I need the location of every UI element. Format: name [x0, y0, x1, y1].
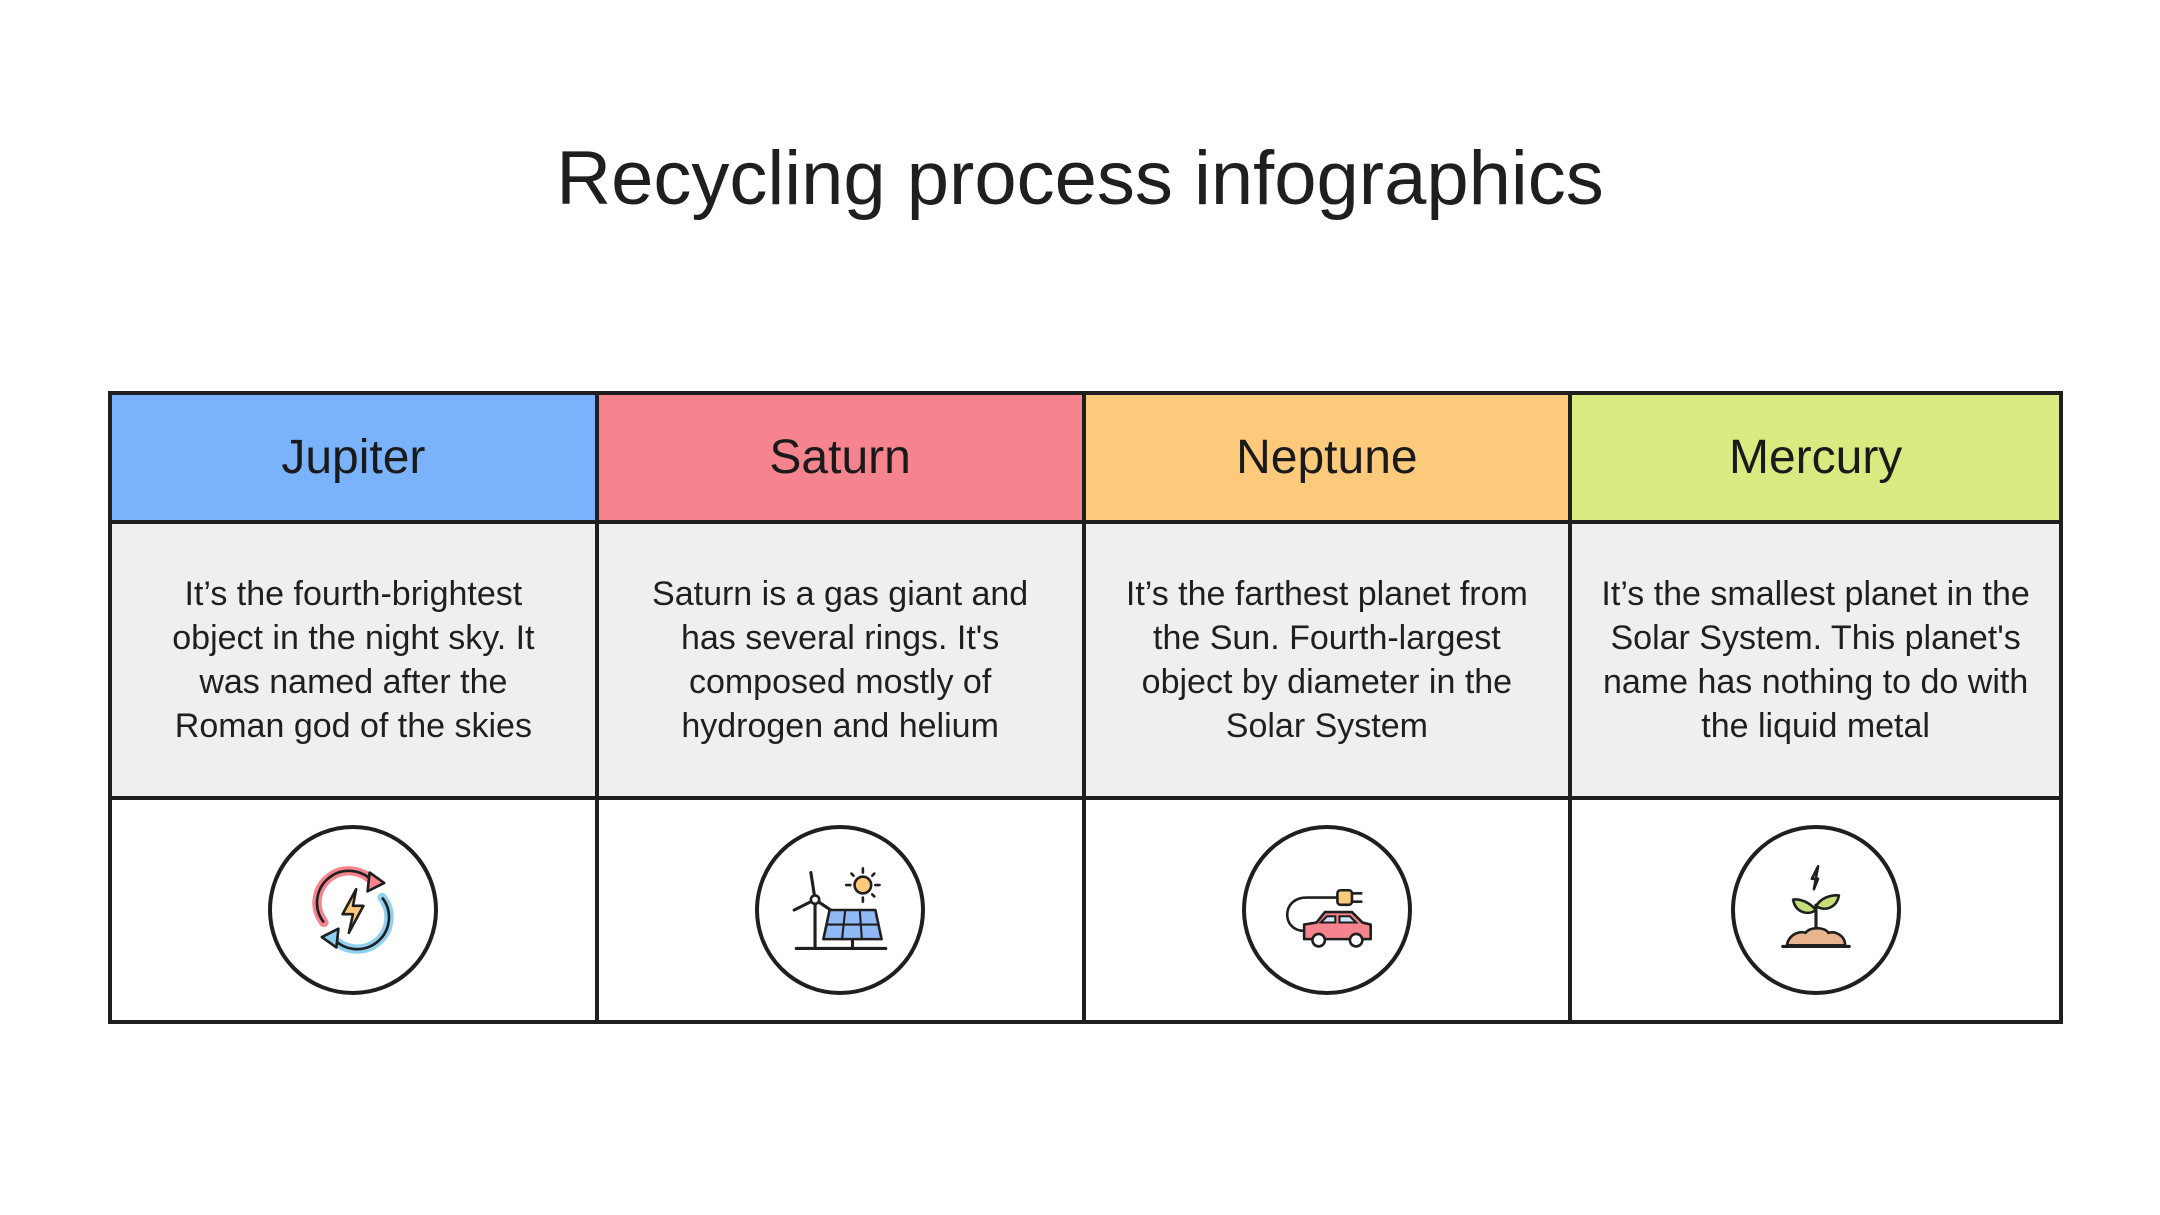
column-header-mercury: Mercury — [1572, 395, 2059, 524]
icon-circle — [755, 825, 926, 995]
icon-circle — [1241, 825, 1412, 995]
icon-cell-jupiter — [112, 800, 599, 1020]
column-header-neptune: Neptune — [1085, 395, 1573, 524]
icon-circle — [268, 825, 439, 995]
page-title: Recycling process infographics — [556, 136, 1604, 221]
infographic-table: Jupiter Saturn Neptune Mercury It’s the … — [108, 391, 2063, 1024]
icon-cell-saturn — [598, 800, 1086, 1020]
electric-car-icon — [1285, 888, 1372, 948]
column-header-jupiter: Jupiter — [112, 395, 599, 524]
icon-circle — [1730, 825, 1901, 995]
wind-solar-power-icon — [792, 867, 888, 951]
description-jupiter: It’s the fourth-brightest object in the … — [112, 524, 599, 800]
description-saturn: Saturn is a gas giant and has several ri… — [598, 524, 1086, 800]
description-mercury: It’s the smallest planet in the Solar Sy… — [1572, 524, 2059, 800]
description-neptune: It’s the farthest planet from the Sun. F… — [1085, 524, 1573, 800]
icon-cell-neptune — [1085, 800, 1573, 1020]
sprout-energy-icon — [1780, 865, 1851, 948]
icon-cell-mercury — [1572, 800, 2059, 1020]
column-header-saturn: Saturn — [598, 395, 1086, 524]
renewable-energy-cycle-icon — [312, 866, 395, 954]
